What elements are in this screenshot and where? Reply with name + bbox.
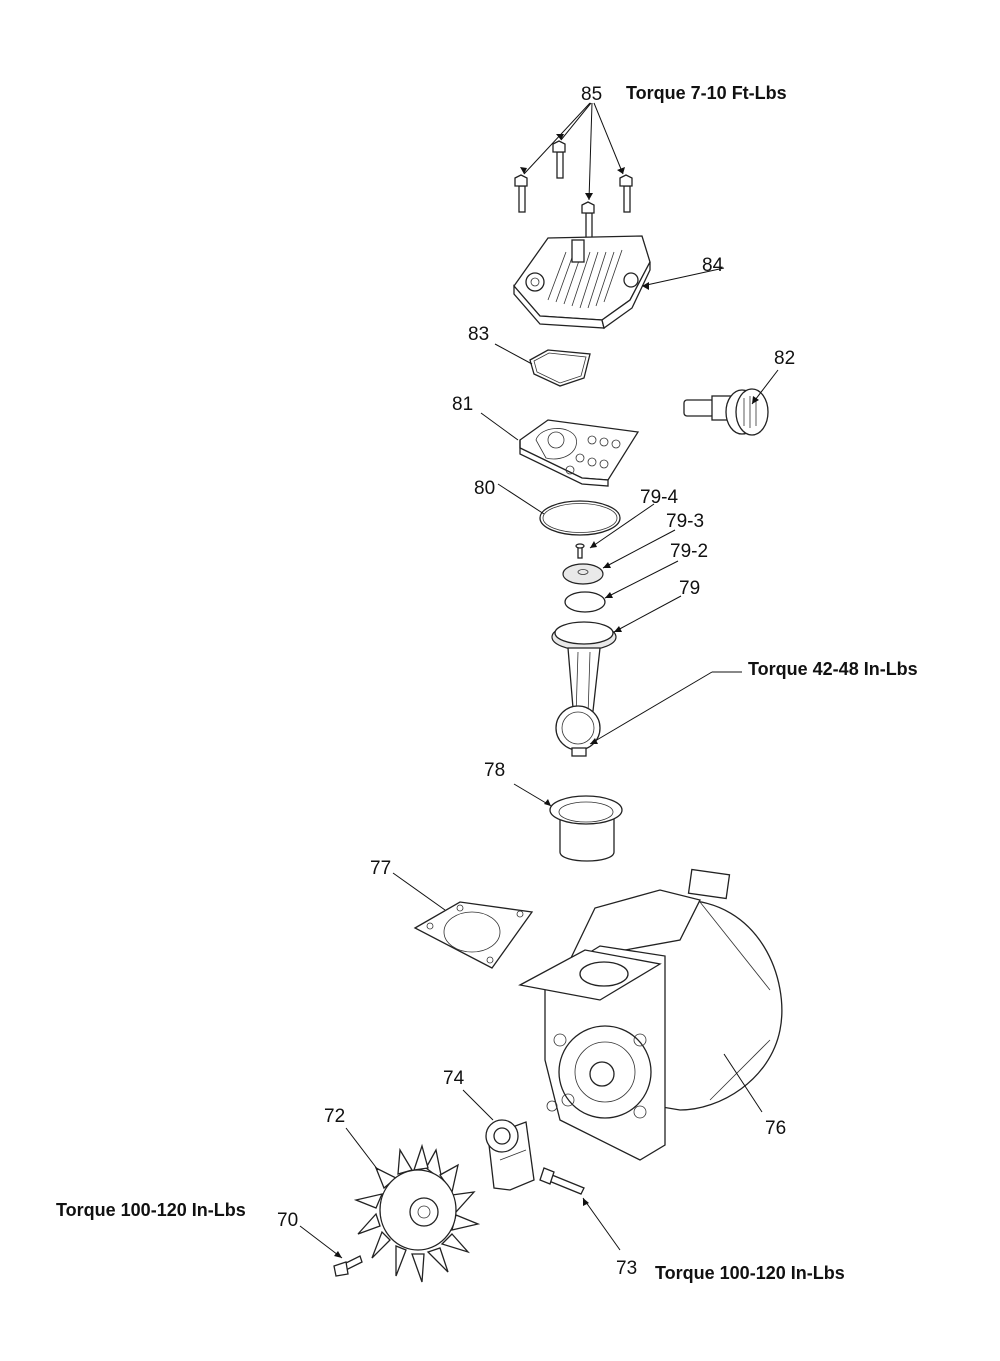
callout-74: 74 xyxy=(443,1068,465,1089)
part-79-2-cup-seal xyxy=(564,560,679,613)
callout-83: 83 xyxy=(468,324,489,345)
torque-note-eccentric-bolt: Torque 100-120 In-Lbs xyxy=(655,1263,845,1283)
callout-76: 76 xyxy=(765,1118,786,1139)
callout-84: 84 xyxy=(702,255,724,276)
part-79-3-retainer xyxy=(562,529,676,585)
part-85-head-bolts xyxy=(514,102,633,240)
part-84-cylinder-head xyxy=(513,235,725,330)
torque-note-connecting-rod: Torque 42-48 In-Lbs xyxy=(748,659,918,679)
callout-79-3: 79-3 xyxy=(666,511,704,532)
part-72-fan xyxy=(345,1127,481,1283)
callout-80: 80 xyxy=(474,478,495,499)
part-74-eccentric xyxy=(462,1089,535,1191)
callout-79: 79 xyxy=(679,578,700,599)
callout-78: 78 xyxy=(484,760,505,781)
part-70-bolt xyxy=(299,1225,363,1277)
callout-70: 70 xyxy=(277,1210,298,1231)
callout-72: 72 xyxy=(324,1106,345,1127)
torque-note-head-bolts: Torque 7-10 Ft-Lbs xyxy=(626,83,787,103)
part-79-connecting-rod xyxy=(551,595,742,757)
callout-81: 81 xyxy=(452,394,473,415)
callout-labels: 85 84 83 82 81 80 79-4 79-3 79-2 79 78 7… xyxy=(277,84,795,1279)
callout-85: 85 xyxy=(581,84,602,105)
part-82-valve-assembly xyxy=(683,369,779,436)
torque-notes: Torque 7-10 Ft-Lbs Torque 42-48 In-Lbs T… xyxy=(56,83,918,1283)
part-73-bolt xyxy=(539,1167,621,1251)
callout-79-4: 79-4 xyxy=(640,487,678,508)
callout-77: 77 xyxy=(370,858,391,879)
part-79-4-screw xyxy=(575,503,655,559)
part-76-motor-crankcase xyxy=(518,868,783,1161)
callout-79-2: 79-2 xyxy=(670,541,708,562)
part-77-cylinder-gasket xyxy=(392,872,534,969)
callout-82: 82 xyxy=(774,348,795,369)
part-80-o-ring xyxy=(497,483,621,536)
callout-73: 73 xyxy=(616,1258,637,1279)
part-83-head-gasket xyxy=(494,343,591,387)
torque-note-fan-bolt: Torque 100-120 In-Lbs xyxy=(56,1200,246,1220)
part-81-valve-plate xyxy=(480,412,640,487)
part-78-cylinder-sleeve xyxy=(513,783,623,862)
